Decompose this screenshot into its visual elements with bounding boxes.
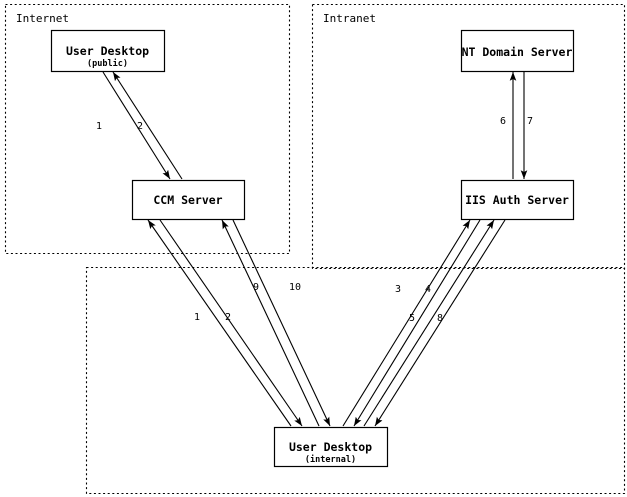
edge-label: 1	[96, 121, 102, 132]
node-subtitle: (public)	[87, 58, 128, 69]
edge-1-user-desktop-internal-to-ccm-server: 1	[147, 219, 292, 427]
edge-label: 6	[500, 116, 506, 127]
node-title: IIS Auth Server	[465, 193, 569, 207]
node-box[interactable]	[460, 29, 575, 73]
node-title: NT Domain Server	[462, 45, 573, 59]
edge-5-user-desktop-internal-to-iis-auth-server: 5	[363, 219, 495, 427]
node-nt-domain-server[interactable]: NT Domain Server	[460, 29, 575, 73]
edge-line	[374, 219, 506, 427]
edge-3-user-desktop-internal-to-iis-auth-server: 3	[342, 219, 471, 427]
edge-label: 10	[289, 282, 301, 293]
edge-label: 5	[409, 313, 415, 324]
zone-intranet: Intranet	[311, 3, 626, 270]
zone-intranet-border	[311, 3, 626, 270]
node-user-desktop-internal[interactable]: User Desktop(internal)	[273, 426, 389, 468]
edge-line	[353, 219, 481, 427]
edge-label: 1	[194, 312, 200, 323]
edge-line	[112, 71, 183, 180]
edge-line	[221, 219, 320, 427]
edge-line	[232, 219, 331, 427]
edge-6-iis-auth-server-to-nt-domain-server: 6	[500, 72, 517, 179]
edge-label: 7	[527, 116, 533, 127]
edge-7-nt-domain-server-to-iis-auth-server: 7	[520, 72, 533, 179]
edge-line	[159, 219, 303, 427]
edge-line	[363, 219, 495, 427]
edge-label: 8	[437, 313, 443, 324]
node-ccm-server[interactable]: CCM Server	[131, 179, 246, 221]
edge-label: 2	[225, 312, 231, 323]
edge-group: 1 2 6 7 9 10 1 2 3 4 5 8	[96, 71, 533, 427]
node-title: User Desktop	[66, 44, 149, 58]
edge-1-user-desktop-public-to-ccm-server: 1	[96, 71, 171, 180]
edge-2-ccm-server-to-user-desktop-internal: 2	[159, 219, 303, 427]
edge-8-iis-auth-server-to-user-desktop-internal: 8	[374, 219, 506, 427]
zone-internet-label: Internet	[16, 12, 69, 25]
node-box[interactable]	[460, 179, 575, 221]
zone-intranet-label: Intranet	[323, 12, 376, 25]
edge-10-ccm-server-to-user-desktop-internal: 10	[232, 219, 331, 427]
node-iis-auth-server[interactable]: IIS Auth Server	[460, 179, 575, 221]
node-title: CCM Server	[153, 193, 222, 207]
node-user-desktop-public[interactable]: User Desktop(public)	[50, 29, 166, 73]
edge-label: 4	[425, 284, 431, 295]
edge-2-ccm-server-to-user-desktop-public: 2	[112, 71, 183, 180]
edge-4-iis-auth-server-to-user-desktop-internal: 4	[353, 219, 481, 427]
node-box[interactable]	[131, 179, 246, 221]
zone-group: Internet Intranet	[4, 3, 626, 495]
edge-label: 3	[395, 284, 401, 295]
zone-internet: Internet	[4, 3, 291, 255]
edge-9-user-desktop-internal-to-ccm-server: 9	[221, 219, 320, 427]
node-box[interactable]	[50, 29, 166, 73]
edge-line	[147, 219, 292, 427]
node-subtitle: (internal)	[305, 454, 356, 465]
edge-label: 2	[137, 121, 143, 132]
node-box[interactable]	[273, 426, 389, 468]
edge-line	[342, 219, 471, 427]
edge-label: 9	[253, 282, 259, 293]
edge-line	[102, 71, 171, 180]
node-title: User Desktop	[289, 440, 372, 454]
